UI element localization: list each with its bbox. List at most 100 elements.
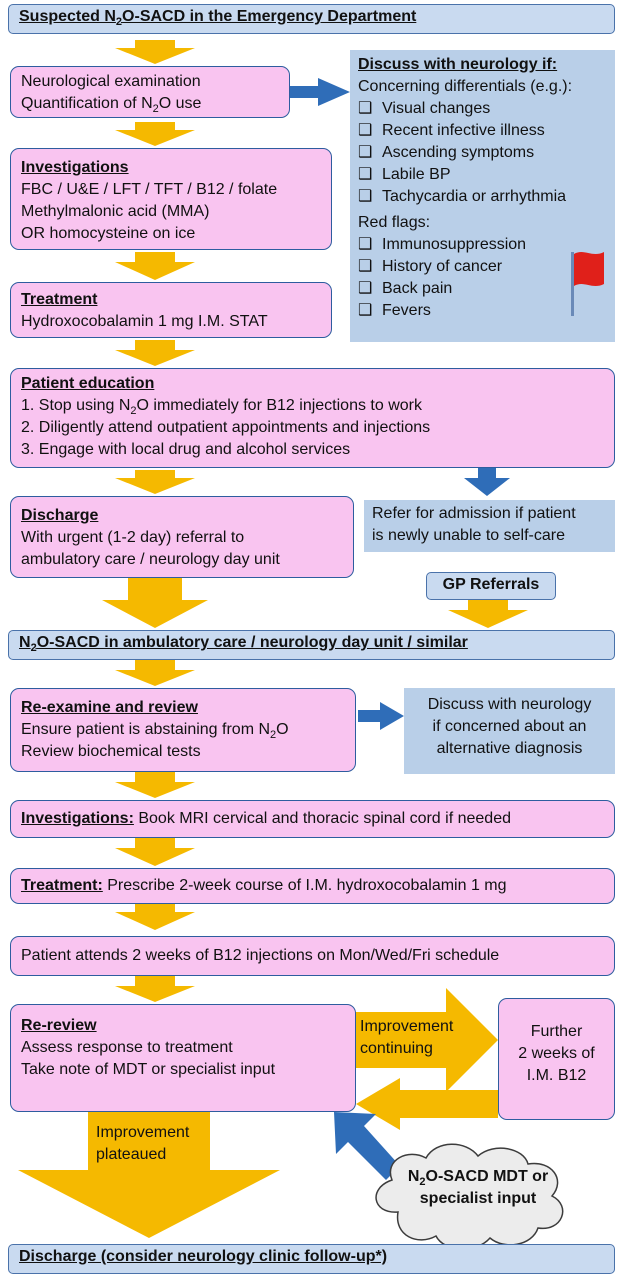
discuss2-line2: if concerned about an — [432, 718, 587, 735]
checkbox-icon: ❑ — [358, 236, 373, 253]
arrow-down-gp — [448, 600, 528, 628]
rereview-line2: Take note of MDT or specialist input — [21, 1061, 276, 1078]
mdt-line2: specialist input — [419, 1190, 537, 1207]
arrow-down-8 — [115, 772, 195, 798]
header-discharge-final-text: Discharge (consider neurology clinic fol… — [19, 1248, 388, 1265]
red-flag-item: ❑Immunosuppression — [358, 234, 607, 256]
refer-line1: Refer for admission if patient — [372, 505, 576, 522]
header-ambulatory-text: N2O-SACD in ambulatory care / neurology … — [19, 634, 468, 655]
further-line1: Further — [530, 1023, 583, 1040]
differential-item: ❑Ascending symptoms — [358, 142, 607, 164]
arrow-down-3 — [115, 252, 195, 280]
reexamine-line1: Ensure patient is abstaining from N2O — [21, 721, 289, 742]
discuss-subtitle: Concerning differentials (e.g.): — [358, 78, 573, 95]
header-emergency-text: Suspected N2O-SACD in the Emergency Depa… — [19, 8, 417, 29]
discharge-line2: ambulatory care / neurology day unit — [21, 551, 280, 568]
arrow-to-discuss2 — [358, 702, 404, 730]
investigations-mri-box: Investigations: Book MRI cervical and th… — [10, 800, 615, 838]
header-ambulatory: N2O-SACD in ambulatory care / neurology … — [8, 630, 615, 660]
education-line3: 3. Engage with local drug and alcohol se… — [21, 441, 351, 458]
plateaued-line1: Improvement — [96, 1124, 190, 1141]
reexamine-title: Re-examine and review — [21, 699, 198, 716]
red-flag-item: ❑Fevers — [358, 300, 607, 322]
arrow-to-discuss — [290, 78, 350, 106]
arrow-down-10 — [115, 902, 195, 930]
differential-item: ❑Labile BP — [358, 164, 607, 186]
education-line2: 2. Diligently attend outpatient appointm… — [21, 419, 431, 436]
rereview-box: Re-review Assess response to treatment T… — [10, 1004, 356, 1112]
investigation-line: Methylmalonic acid (MMA) — [21, 203, 210, 220]
refer-admission-box: Refer for admission if patient is newly … — [364, 500, 615, 552]
checkbox-icon: ❑ — [358, 144, 373, 161]
investigations-mri-line: Investigations: Book MRI cervical and th… — [21, 810, 511, 827]
further-line2: 2 weeks of — [518, 1045, 595, 1062]
red-flag-icon — [571, 252, 604, 316]
attends-line: Patient attends 2 weeks of B12 injection… — [21, 947, 500, 964]
further-weeks-box: Further 2 weeks of I.M. B12 — [498, 998, 615, 1120]
discuss2-line3: alternative diagnosis — [436, 740, 583, 757]
arrow-down-9 — [115, 838, 195, 866]
arrow-return — [356, 1078, 498, 1130]
discharge-line1: With urgent (1-2 day) referral to — [21, 529, 245, 546]
checkbox-icon: ❑ — [358, 166, 373, 183]
header-emergency: Suspected N2O-SACD in the Emergency Depa… — [8, 4, 615, 34]
reexamine-box: Re-examine and review Ensure patient is … — [10, 688, 356, 772]
red-flags-title: Red flags: — [358, 214, 431, 231]
further-line3: I.M. B12 — [526, 1067, 587, 1084]
checkbox-icon: ❑ — [358, 302, 373, 319]
arrow-down-6 — [102, 578, 208, 628]
improvement-continuing-label: Improvement continuing — [360, 1016, 480, 1062]
gp-referrals-box: GP Referrals — [426, 572, 556, 600]
arrow-down-1 — [115, 40, 195, 64]
checkbox-icon: ❑ — [358, 122, 373, 139]
education-line1: 1. Stop using N2O immediately for B12 in… — [21, 397, 422, 418]
neuro-exam-line2: Quantification of N2O use — [21, 95, 202, 116]
continuing-line1: Improvement — [360, 1018, 454, 1035]
investigations-title: Investigations — [21, 159, 129, 176]
treatment-line: Hydroxocobalamin 1 mg I.M. STAT — [21, 313, 268, 330]
refer-line2: is newly unable to self-care — [372, 527, 565, 544]
differential-item: ❑Visual changes — [358, 98, 607, 120]
reexamine-line2: Review biochemical tests — [21, 743, 201, 760]
differentials-list: ❑Visual changes ❑Recent infective illnes… — [358, 98, 607, 208]
arrow-mdt — [334, 1112, 400, 1180]
treatment-course-box: Treatment: Prescribe 2-week course of I.… — [10, 868, 615, 904]
discuss-neurology-panel: Discuss with neurology if: Concerning di… — [350, 50, 615, 342]
mdt-line1: N2O-SACD MDT or — [407, 1168, 549, 1189]
differential-item: ❑Tachycardia or arrhythmia — [358, 186, 607, 208]
plateaued-line2: plateaued — [96, 1146, 167, 1163]
attends-box: Patient attends 2 weeks of B12 injection… — [10, 936, 615, 976]
red-flag-item: ❑History of cancer — [358, 256, 607, 278]
red-flag-item: ❑Back pain — [358, 278, 607, 300]
differential-item: ❑Recent infective illness — [358, 120, 607, 142]
education-title: Patient education — [21, 375, 155, 392]
arrow-down-7 — [115, 660, 195, 686]
arrow-down-2 — [115, 122, 195, 146]
investigations-box: Investigations FBC / U&E / LFT / TFT / B… — [10, 148, 332, 250]
discharge-box: Discharge With urgent (1-2 day) referral… — [10, 496, 354, 578]
discuss-title: Discuss with neurology if: — [358, 56, 558, 73]
improvement-plateaued-label: Improvement plateaued — [96, 1122, 216, 1168]
discuss-alternative-box: Discuss with neurology if concerned abou… — [404, 688, 615, 774]
treatment-box: Treatment Hydroxocobalamin 1 mg I.M. STA… — [10, 282, 332, 338]
checkbox-icon: ❑ — [358, 188, 373, 205]
checkbox-icon: ❑ — [358, 258, 373, 275]
header-discharge-final: Discharge (consider neurology clinic fol… — [8, 1244, 615, 1274]
rereview-title: Re-review — [21, 1017, 97, 1034]
rereview-line1: Assess response to treatment — [21, 1039, 233, 1056]
arrow-down-4 — [115, 340, 195, 366]
checkbox-icon: ❑ — [358, 280, 373, 297]
treatment-course-line: Treatment: Prescribe 2-week course of I.… — [21, 877, 507, 894]
investigation-line: FBC / U&E / LFT / TFT / B12 / folate — [21, 181, 278, 198]
discharge-title: Discharge — [21, 507, 99, 524]
discuss2-line1: Discuss with neurology — [427, 696, 592, 713]
arrow-down-5 — [115, 470, 195, 494]
mdt-cloud-text: N2O-SACD MDT or specialist input — [400, 1166, 556, 1210]
arrow-down-11 — [115, 976, 195, 1002]
arrow-to-refer — [464, 468, 510, 496]
checkbox-icon: ❑ — [358, 100, 373, 117]
gp-referrals-text: GP Referrals — [442, 576, 540, 593]
investigation-line: OR homocysteine on ice — [21, 225, 196, 242]
red-flags-list: ❑Immunosuppression ❑History of cancer ❑B… — [358, 234, 607, 322]
continuing-line2: continuing — [360, 1040, 433, 1057]
